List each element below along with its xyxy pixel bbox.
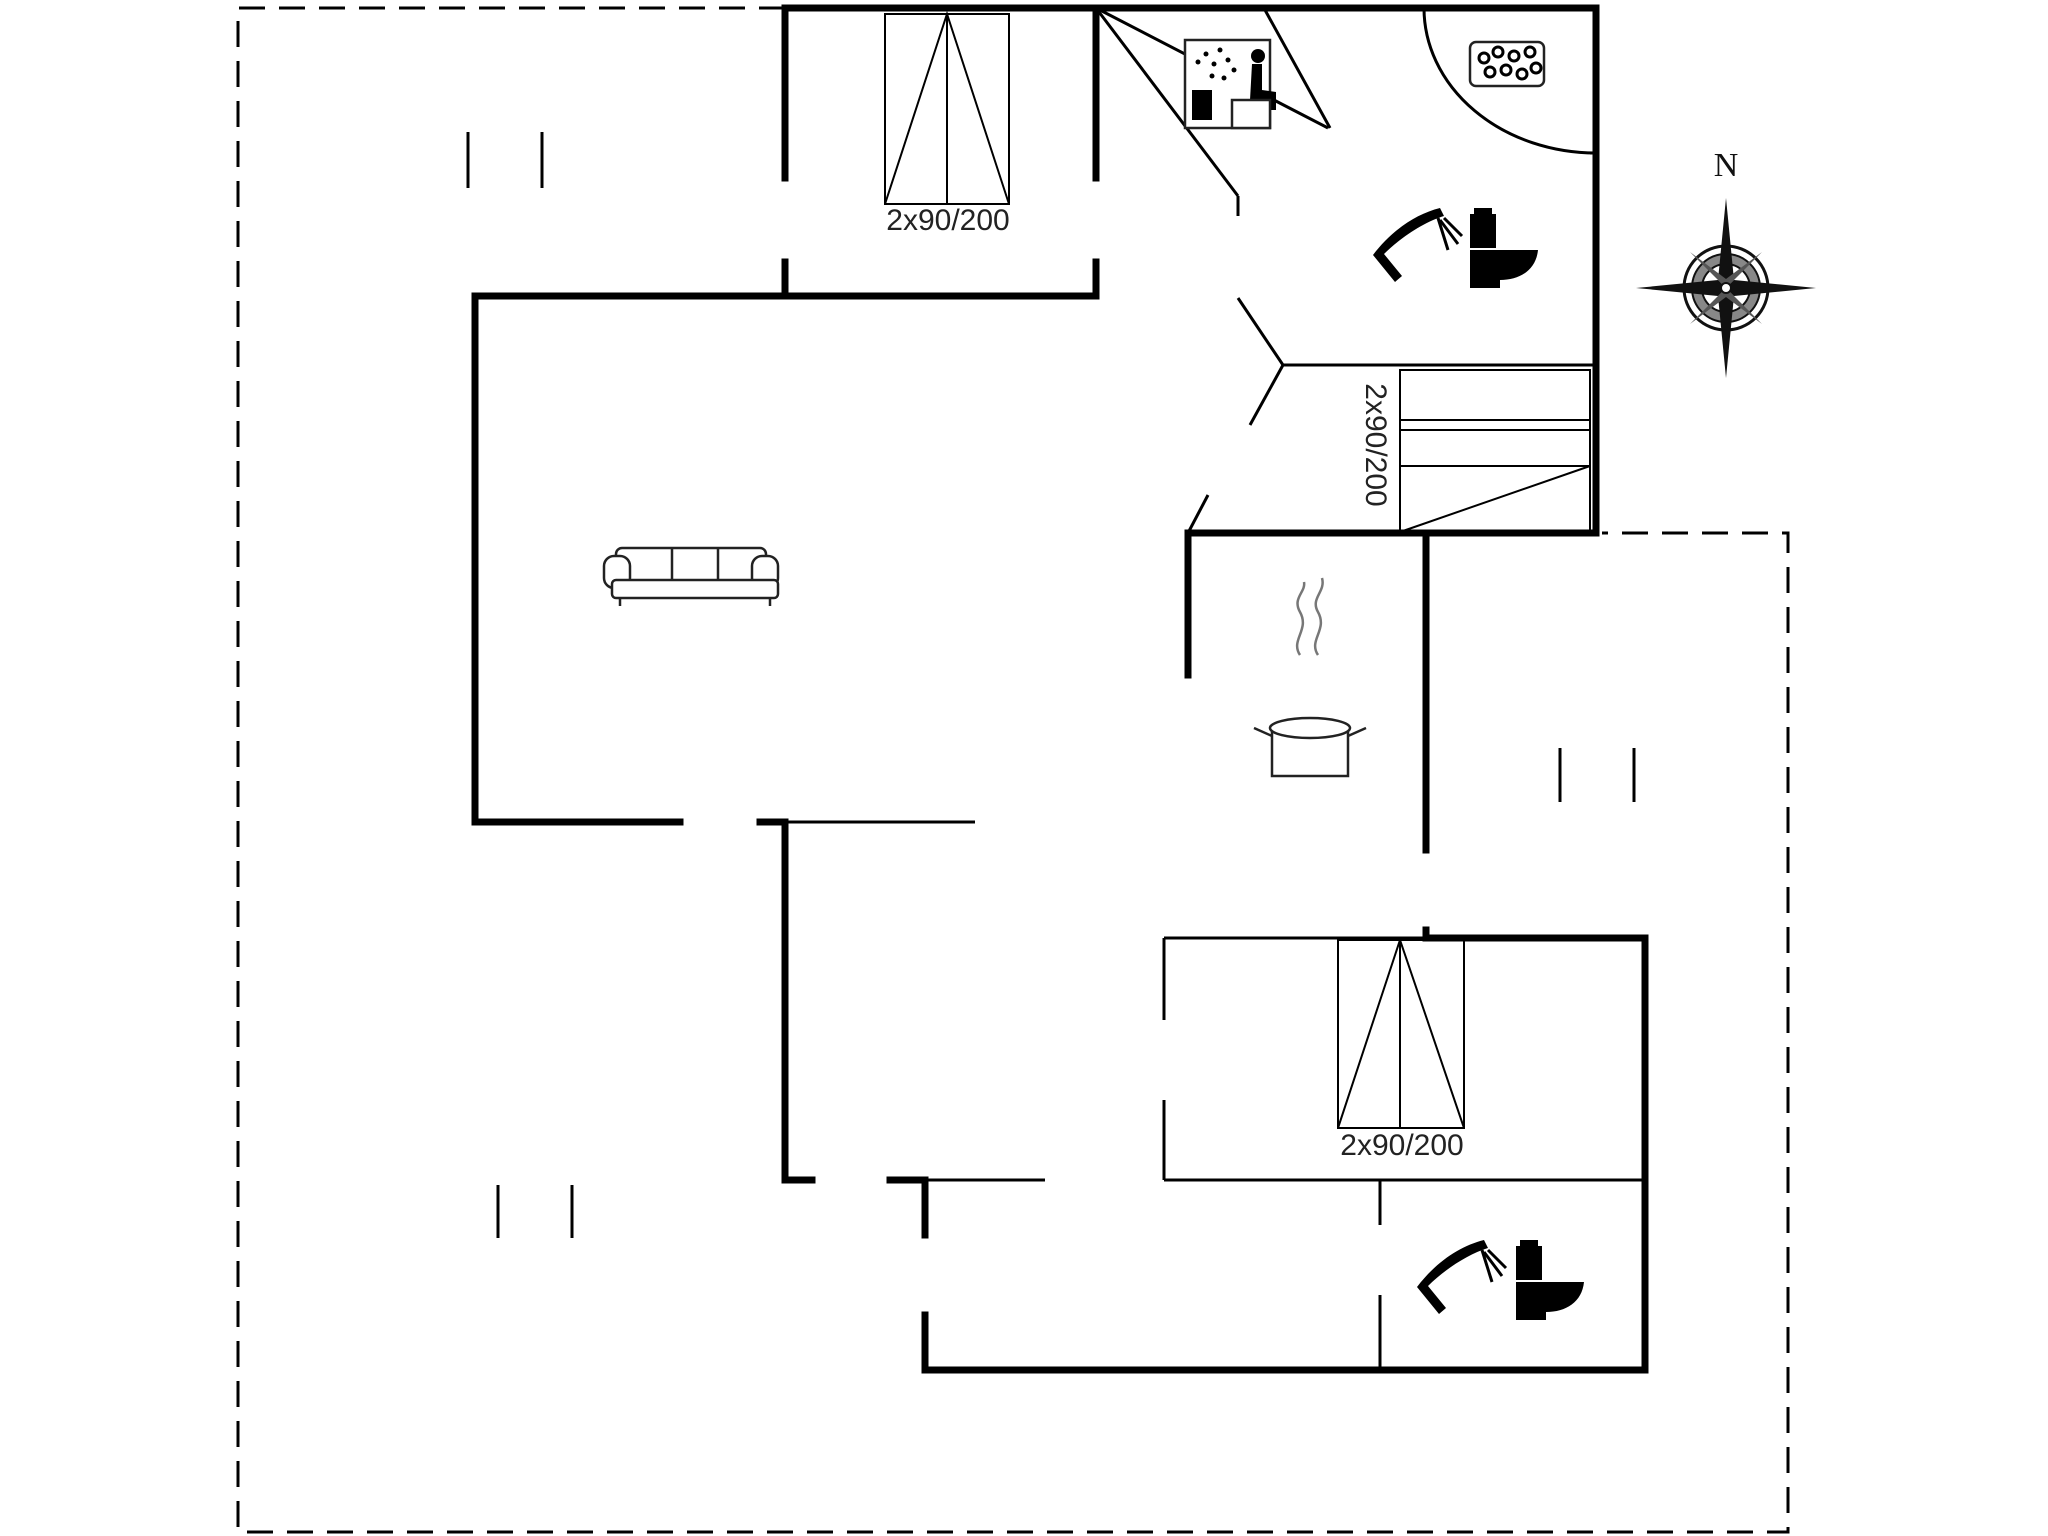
bed-lower xyxy=(1337,936,1465,1129)
toilet-icon xyxy=(1516,1240,1584,1320)
kitchen-pot-icon xyxy=(1253,577,1367,778)
sauna-icon xyxy=(1183,38,1276,130)
compass-north-label: N xyxy=(1714,147,1739,184)
shower-icon xyxy=(1417,1240,1508,1314)
terrace-outline xyxy=(236,6,1790,1534)
bed-top xyxy=(884,10,1010,205)
walls xyxy=(471,4,1649,1374)
bed-label-lower: 2x90/200 xyxy=(1340,1129,1463,1162)
compass-icon xyxy=(1636,198,1816,378)
bed-right xyxy=(1399,369,1591,533)
toilet-icon xyxy=(1470,208,1538,288)
window-marks xyxy=(466,132,1636,1238)
bed-label-top: 2x90/200 xyxy=(886,204,1009,237)
whirlpool-icon xyxy=(1468,40,1546,88)
sofa-icon xyxy=(602,546,780,606)
bed-label-right: 2x90/200 xyxy=(1359,383,1392,506)
shower-icon xyxy=(1373,208,1464,282)
